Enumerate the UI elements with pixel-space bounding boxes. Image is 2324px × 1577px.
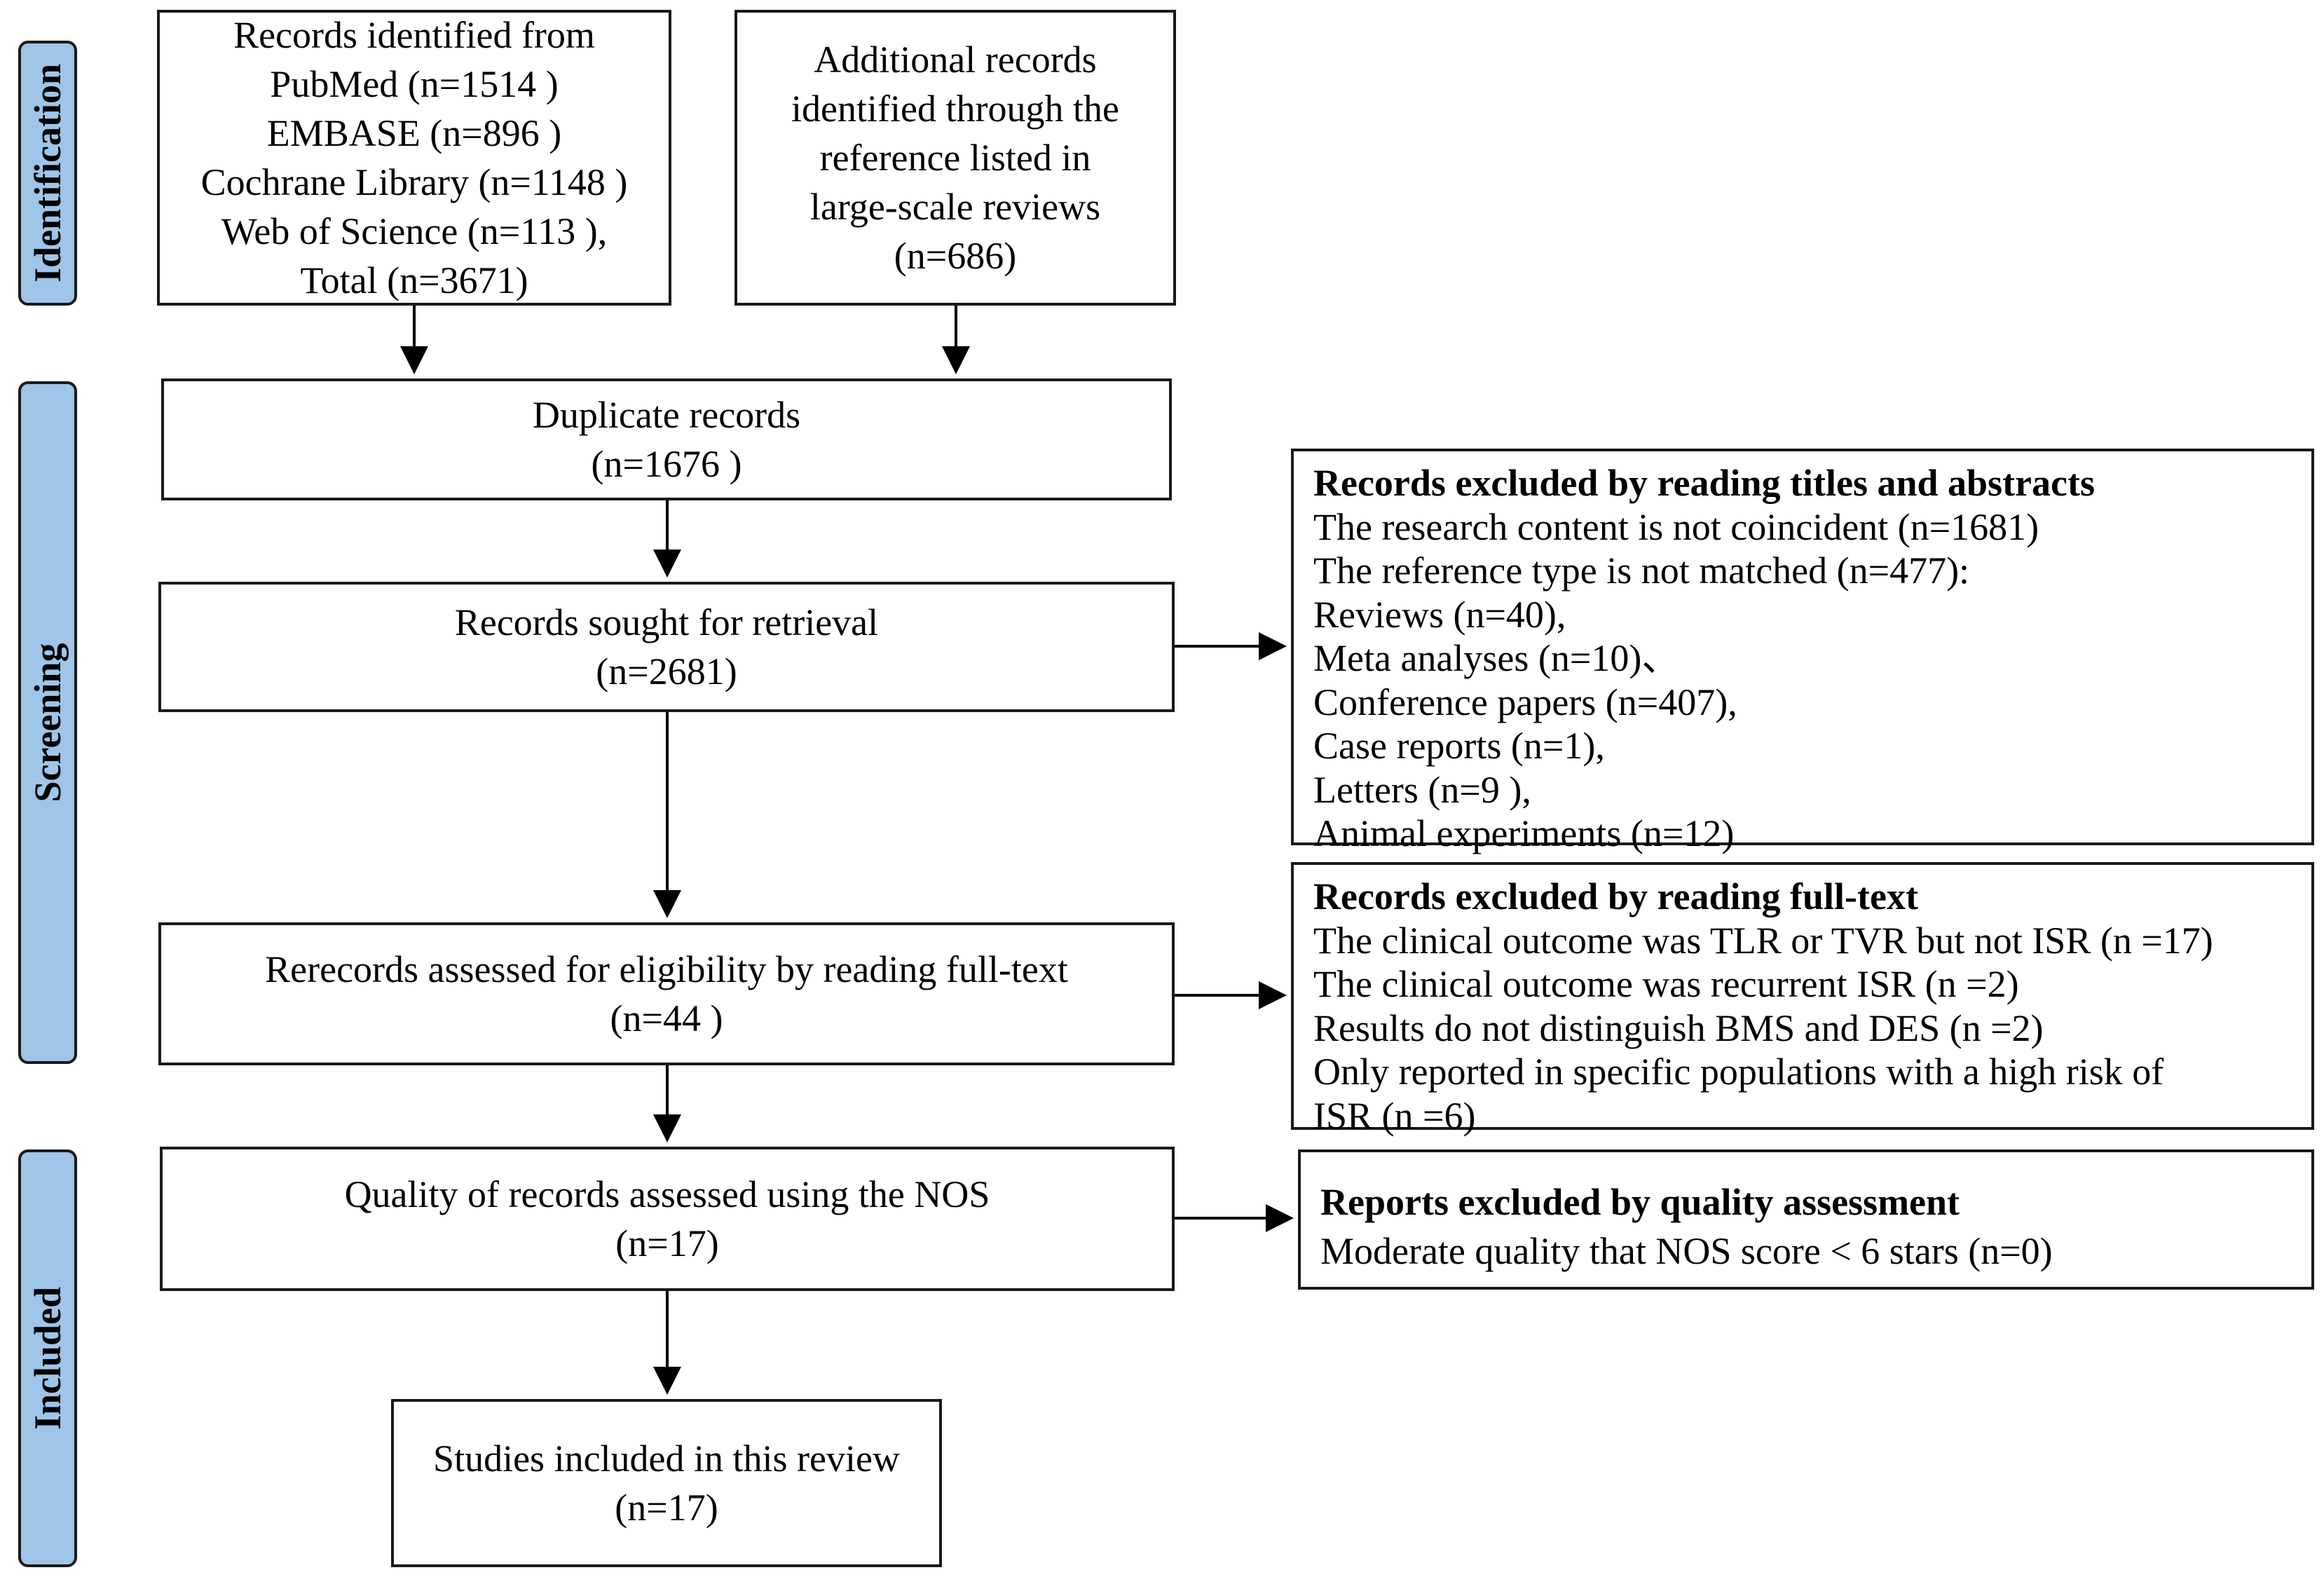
eligibility-box: Rerecords assessed for eligibility by re… bbox=[158, 922, 1175, 1065]
assessed-line: Rerecords assessed for eligibility by re… bbox=[265, 948, 1068, 990]
excluded-fulltext-line: The clinical outcome was recurrent ISR (… bbox=[1313, 963, 2019, 1005]
databases-line: Total (n=3671) bbox=[300, 259, 528, 301]
excluded-quality-line: Moderate quality that NOS score < 6 star… bbox=[1320, 1230, 2053, 1272]
duplicate-records-box: Duplicate records (n=1676 ) bbox=[161, 378, 1172, 500]
additional-line: large-scale reviews bbox=[809, 186, 1101, 228]
excluded-titles-line: The research content is not coincident (… bbox=[1313, 505, 2039, 548]
excluded-quality-heading: Reports excluded by quality assessment bbox=[1320, 1181, 1960, 1223]
excluded-titles-line: Meta analyses (n=10)、 bbox=[1313, 637, 1680, 679]
additional-records-box: Additional records identified through th… bbox=[734, 10, 1176, 306]
additional-line: (n=686) bbox=[894, 235, 1017, 277]
excluded-fulltext-line: ISR (n =6) bbox=[1313, 1094, 1476, 1137]
phase-identification: Identification bbox=[18, 41, 77, 306]
excluded-fulltext-line: Results do not distinguish BMS and DES (… bbox=[1313, 1006, 2044, 1049]
additional-line: Additional records bbox=[814, 39, 1097, 81]
phase-included: Included bbox=[18, 1149, 77, 1567]
databases-line: Records identified from bbox=[233, 14, 595, 56]
assessed-line: (n=44 ) bbox=[610, 997, 723, 1039]
records-sought-box: Records sought for retrieval (n=2681) bbox=[158, 582, 1175, 712]
excluded-titles-line: The reference type is not matched (n=477… bbox=[1313, 549, 1970, 592]
excluded-titles-abstracts-box: Records excluded by reading titles and a… bbox=[1291, 449, 2314, 854]
excluded-fulltext-line: The clinical outcome was TLR or TVR but … bbox=[1313, 919, 2213, 962]
quality-assessment-box: Quality of records assessed using the NO… bbox=[160, 1147, 1175, 1291]
excluded-titles-line: Letters (n=9 ), bbox=[1313, 768, 1531, 811]
databases-line: PubMed (n=1514 ) bbox=[270, 63, 559, 105]
databases-line: Web of Science (n=113 ), bbox=[221, 210, 608, 252]
final-line: (n=17) bbox=[615, 1487, 718, 1529]
additional-line: reference listed in bbox=[819, 137, 1091, 179]
excluded-fulltext-line: Only reported in specific populations wi… bbox=[1313, 1051, 2164, 1093]
excluded-titles-line: Reviews (n=40), bbox=[1313, 593, 1566, 636]
databases-line: EMBASE (n=896 ) bbox=[266, 112, 562, 154]
excluded-titles-line: Case reports (n=1), bbox=[1313, 725, 1605, 767]
excluded-quality-box: Reports excluded by quality assessment M… bbox=[1298, 1149, 2314, 1290]
studies-included-box: Studies included in this review (n=17) bbox=[391, 1399, 942, 1567]
excluded-titles-line: Animal experiments (n=12) bbox=[1313, 812, 1735, 854]
phase-screening: Screening bbox=[18, 381, 77, 1064]
sought-line: (n=2681) bbox=[596, 650, 737, 692]
excluded-titles-line: Conference papers (n=407), bbox=[1313, 681, 1737, 723]
excluded-titles-heading: Records excluded by reading titles and a… bbox=[1313, 462, 2095, 504]
databases-box: Records identified from PubMed (n=1514 )… bbox=[157, 10, 671, 306]
excluded-full-text-box: Records excluded by reading full-text Th… bbox=[1291, 862, 2314, 1137]
final-line: Studies included in this review bbox=[433, 1438, 900, 1480]
sought-line: Records sought for retrieval bbox=[454, 601, 879, 643]
duplicates-line: (n=1676 ) bbox=[591, 443, 742, 485]
quality-line: Quality of records assessed using the NO… bbox=[344, 1173, 990, 1215]
duplicates-line: Duplicate records bbox=[532, 394, 801, 436]
quality-line: (n=17) bbox=[615, 1222, 719, 1264]
databases-line: Cochrane Library (n=1148 ) bbox=[200, 161, 628, 203]
excluded-fulltext-heading: Records excluded by reading full-text bbox=[1313, 875, 1918, 917]
additional-line: identified through the bbox=[791, 88, 1119, 130]
